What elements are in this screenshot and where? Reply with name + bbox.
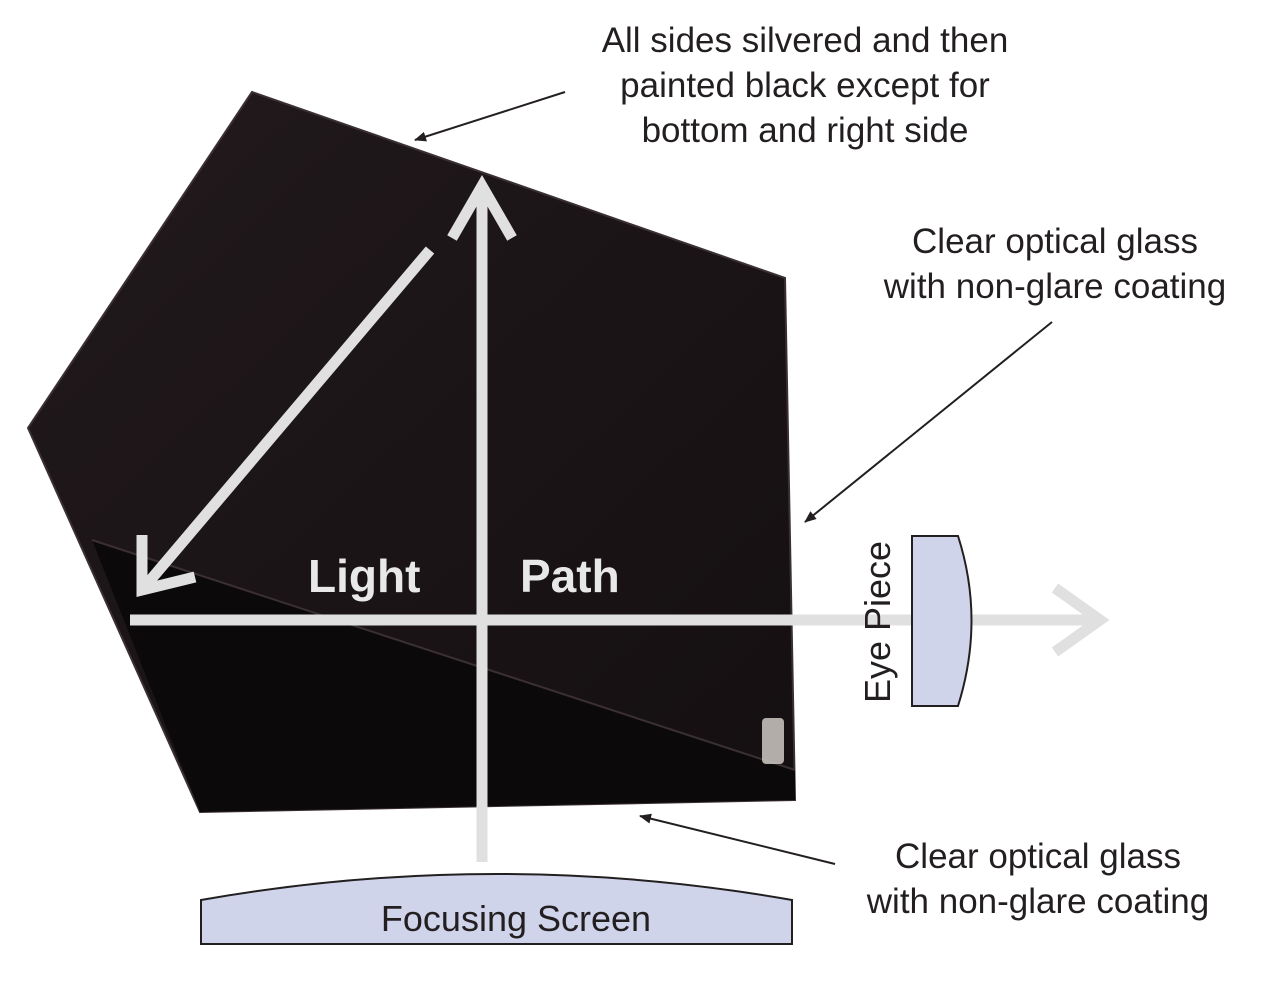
light-ray-diagonal: [137, 246, 435, 594]
bottom-note-line-2: with non-glare coating: [866, 882, 1209, 921]
light-ray-vertical-arrowhead: [447, 174, 517, 241]
light-path-label-path: Path: [520, 550, 620, 602]
top-note-line-2: painted black except for: [620, 66, 990, 105]
light-ray-horizontal-arrowhead: [1051, 583, 1110, 657]
right-note-line-1: Clear optical glass: [912, 222, 1198, 261]
right-annotation: Clear optical glass with non-glare coati…: [804, 222, 1226, 523]
light-ray-diagonal-arrowhead: [136, 535, 197, 598]
focusing-screen-lens: [200, 873, 793, 945]
right-note-line-2: with non-glare coating: [883, 267, 1226, 306]
light-path-label-light: Light: [308, 550, 420, 602]
focusing-screen-label: Focusing Screen: [381, 898, 651, 939]
right-note-pointer: [804, 321, 1053, 523]
focusing-screen: Focusing Screen: [200, 873, 793, 945]
prism-facet-edge: [91, 539, 796, 771]
prism-highlight: [762, 718, 784, 764]
bottom-annotation: Clear optical glass with non-glare coati…: [639, 813, 1209, 921]
top-note-line-1: All sides silvered and then: [602, 21, 1009, 60]
top-note-pointer: [414, 91, 566, 142]
bottom-note-line-1: Clear optical glass: [895, 837, 1181, 876]
prism-lower-facet: [92, 540, 795, 812]
eyepiece-lens: [911, 535, 973, 707]
top-annotation: All sides silvered and then painted blac…: [414, 21, 1009, 150]
top-note-line-3: bottom and right side: [642, 111, 969, 150]
bottom-note-pointer: [639, 813, 836, 865]
eyepiece: Eye Piece: [857, 535, 973, 707]
eyepiece-label: Eye Piece: [857, 541, 898, 703]
pentaprism: [26, 90, 797, 814]
